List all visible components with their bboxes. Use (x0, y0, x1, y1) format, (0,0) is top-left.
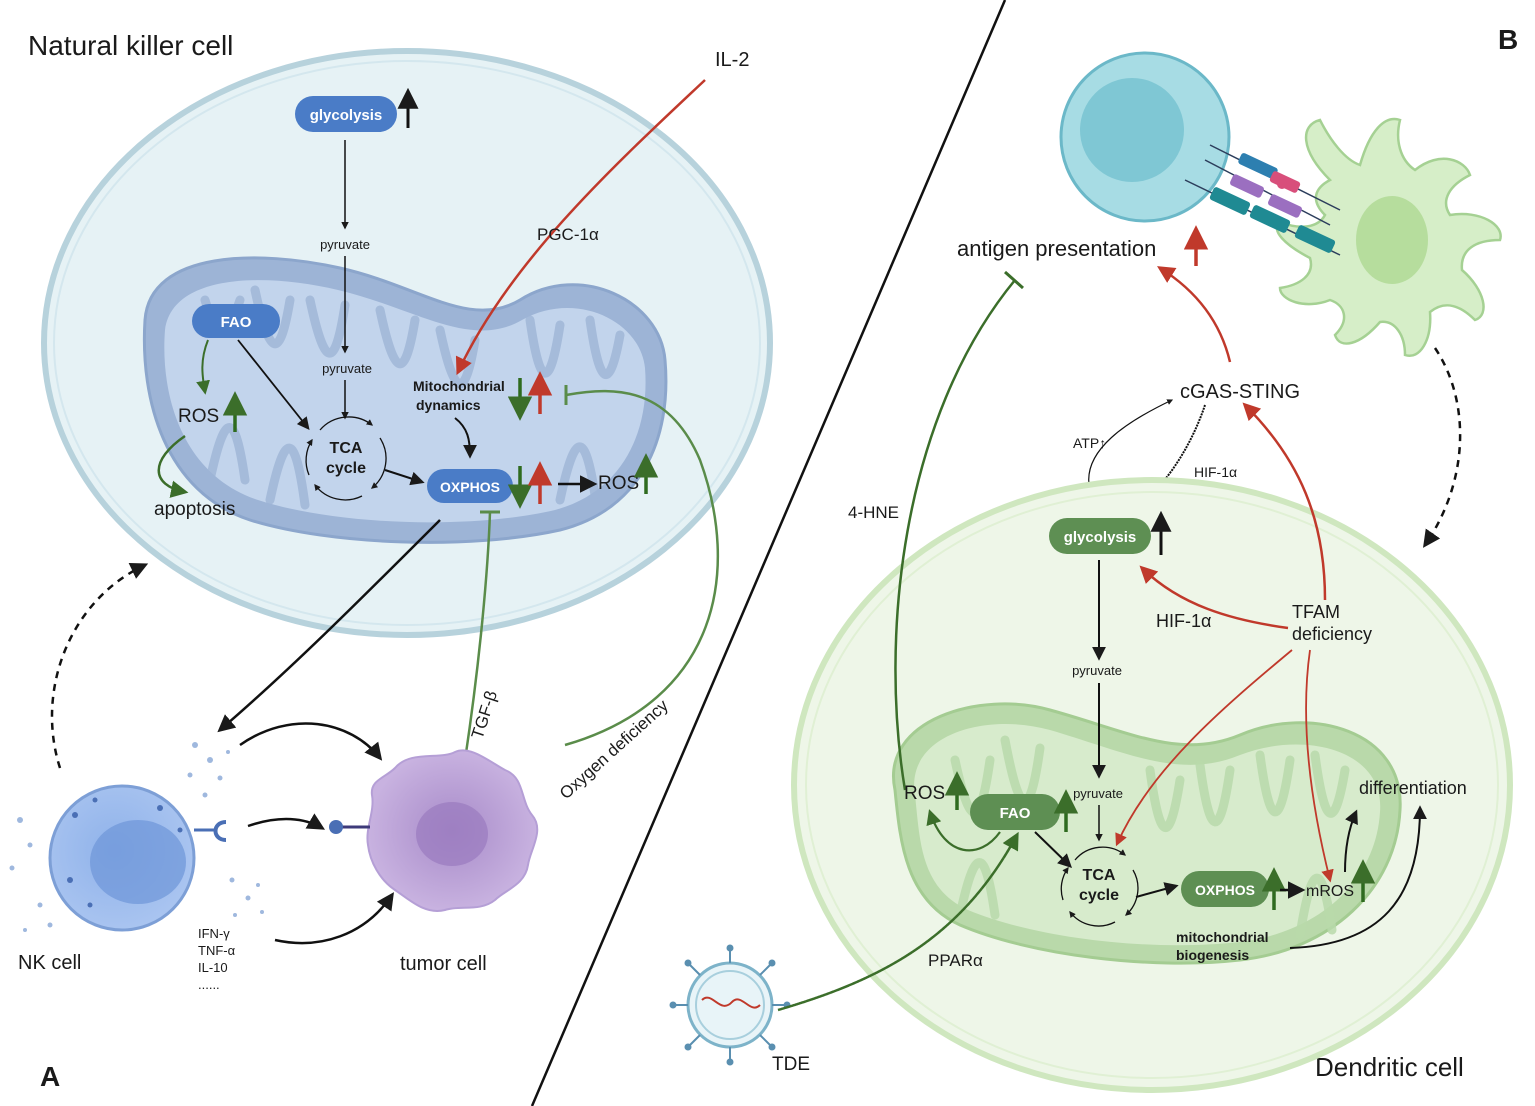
arrow-dc-tca-oxphos (1135, 882, 1179, 898)
arrow-il2-dynamics (455, 79, 706, 376)
arrow-fao-tca (237, 339, 310, 430)
nk-cell-icon (48, 784, 227, 932)
arrow-tde-fao (777, 831, 1019, 1012)
hif-top-label: HIF-1α (1194, 464, 1237, 480)
antigen-label: antigen presentation (957, 236, 1156, 261)
panel-a: Natural killer cell A glycolysis pyruvat… (9, 30, 773, 1092)
arrow-tfam-cgas (1242, 402, 1327, 601)
tumor-cell-label: tumor cell (400, 953, 487, 975)
panel-a-letter: A (40, 1061, 60, 1092)
dc-icon (1275, 117, 1502, 357)
arrow-tca-oxphos (384, 469, 425, 486)
dc-cell-inner-membrane (805, 491, 1499, 1079)
dc-tca-cycle (1060, 846, 1139, 927)
hne-label: 4-HNE (848, 503, 899, 522)
arrow-dyn-oxphos (454, 417, 477, 459)
dc-oxphos-label: OXPHOS (1195, 882, 1255, 898)
dc-ros-label: ROS (904, 783, 945, 804)
nk-cell-label: NK cell (18, 952, 81, 974)
arrow-cytokines-tumor (274, 892, 394, 945)
nk-fao-pill (192, 304, 280, 338)
arrow-fao-ros-dc (926, 809, 1001, 852)
il2-label: IL-2 (715, 49, 749, 71)
nk-tca-line2: cycle (326, 460, 366, 477)
nk-cell-inner-membrane (53, 60, 761, 626)
nk-oxphos-pill (427, 469, 513, 503)
differentiation-label: differentiation (1359, 778, 1467, 798)
arrow-tfam-mros (1305, 649, 1334, 883)
dc-pyruvate-2: pyruvate (1073, 786, 1123, 801)
nk-tca-line1: TCA (330, 440, 363, 457)
hif-mid-label: HIF-1α (1156, 611, 1211, 631)
arrow-dc-fao-tca (1034, 831, 1073, 868)
dc-fao-label: FAO (1000, 805, 1031, 822)
dc-glycolysis-pill (1049, 518, 1151, 554)
cgas-label: cGAS-STING (1180, 381, 1300, 403)
panel-b-title: Dendritic cell (1315, 1052, 1464, 1082)
dc-oxphos-pill (1181, 871, 1269, 907)
arrow-tfam-glycolysis (1139, 565, 1289, 630)
nk-ros-right: ROS (598, 473, 639, 494)
arrow-cgas-glycolysis (1124, 404, 1206, 515)
arrow-biogenesis-differentiation (1289, 805, 1427, 949)
atp-label: ATP↑ (1073, 435, 1106, 451)
mito-bio-line1: mitochondrial (1176, 929, 1269, 945)
arrow-fao-ros (196, 339, 210, 395)
oxygen-label: Oxygen deficiency (556, 696, 672, 803)
panel-b-letter: B (1498, 24, 1518, 55)
oxygen-inhibition-line (564, 389, 720, 747)
dc-tca-line1: TCA (1083, 867, 1116, 884)
nk-mito-dyn-line1: Mitochondrial (413, 378, 505, 394)
dashed-nk-to-cell (50, 563, 149, 769)
dc-tca-line2: cycle (1079, 887, 1119, 904)
tumor-cell-icon (329, 749, 539, 912)
tfam-line2: deficiency (1292, 624, 1372, 644)
nk-fao-label: FAO (221, 314, 252, 331)
arrow-atp-cgas (1088, 399, 1174, 491)
cytokine-1: IFN-γ (198, 926, 230, 941)
ppar-label: PPARα (928, 951, 983, 970)
hne-inhibition-bar (1004, 270, 1024, 290)
dashed-dc-to-cell (1423, 347, 1462, 548)
tcr-mhc-complex (1184, 144, 1341, 256)
cytokine-4: ...... (198, 977, 220, 992)
arrow-granules-tumor (239, 722, 383, 761)
cytokine-3: IL-10 (198, 960, 228, 975)
nk-mito-dyn-line2: dynamics (416, 397, 481, 413)
pgc-label: PGC-1α (537, 225, 599, 244)
t-cell-icon (1059, 51, 1231, 223)
panel-divider (530, 0, 1007, 1106)
arrow-tfam-tca (1115, 649, 1293, 847)
hne-inhibition-line (894, 279, 1016, 791)
dc-mitochondrion (892, 702, 1402, 965)
nk-pyruvate-2: pyruvate (322, 361, 372, 376)
arrow-cgas-antigen (1157, 266, 1232, 363)
arrow-ros-apoptosis (157, 434, 189, 498)
arrow-mros-differentiation (1344, 809, 1358, 873)
mito-bio-line2: biogenesis (1176, 947, 1249, 963)
tde-label: TDE (772, 1054, 810, 1075)
panel-b: B Dendritic cell antigen presentation (669, 24, 1518, 1093)
tfam-line1: TFAM (1292, 602, 1340, 622)
nk-glycolysis-pill (295, 96, 397, 132)
cytokine-2: TNF-α (198, 943, 236, 958)
dc-pyruvate-1: pyruvate (1072, 663, 1122, 678)
nk-pyruvate-1: pyruvate (320, 237, 370, 252)
nk-oxphos-label: OXPHOS (440, 479, 500, 495)
nk-secreted-granules (9, 742, 264, 932)
mros-label: mROS (1306, 883, 1354, 900)
tde-exosome-icon (669, 944, 791, 1066)
dc-glycolysis-label: glycolysis (1064, 529, 1137, 546)
nk-tca-cycle (305, 416, 387, 501)
nk-ros-left: ROS (178, 406, 219, 427)
arrow-oxphos-nk (217, 519, 441, 733)
panel-a-title: Natural killer cell (28, 30, 233, 61)
nk-apoptosis: apoptosis (154, 499, 235, 520)
tgf-inhibition-line (463, 511, 492, 761)
dc-fao-pill (970, 794, 1060, 830)
arrow-receptor-tumor (247, 813, 326, 830)
nk-glycolysis-label: glycolysis (310, 107, 383, 124)
